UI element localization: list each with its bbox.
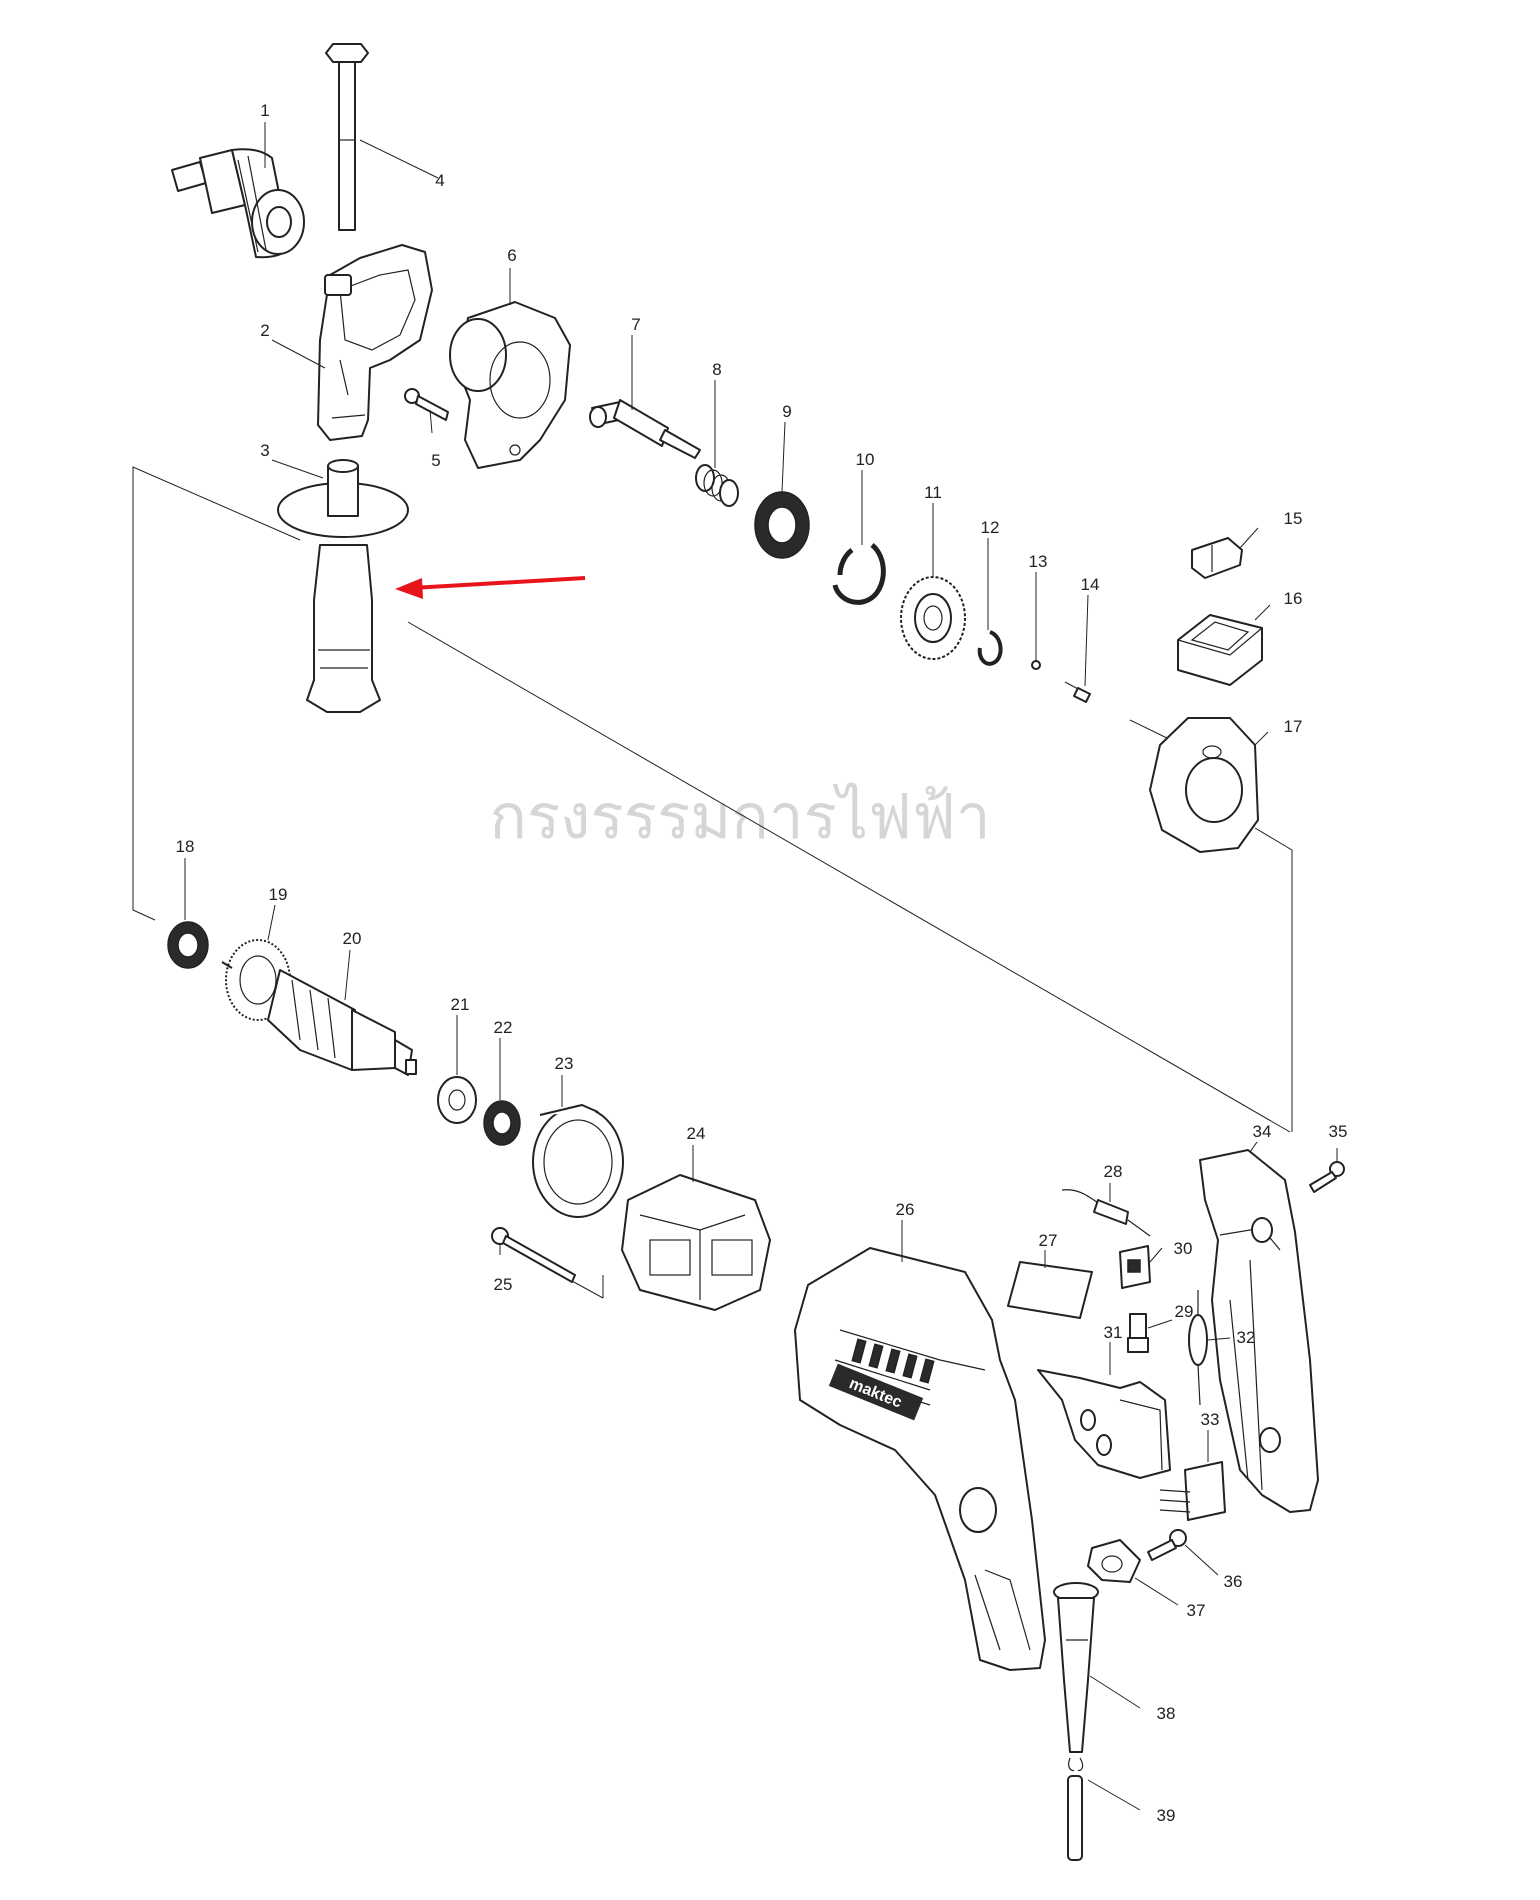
spindle-icon[interactable]	[589, 399, 701, 459]
part-label-27: 27	[1039, 1231, 1058, 1250]
part-label-33: 33	[1201, 1410, 1220, 1429]
part-label-12: 12	[981, 518, 1000, 537]
capacitor-icon[interactable]	[1159, 1461, 1226, 1521]
part-label-14: 14	[1081, 575, 1100, 594]
armature-icon[interactable]	[267, 969, 417, 1076]
part-label-17: 17	[1284, 717, 1303, 736]
part-label-4: 4	[435, 171, 444, 190]
name-plate-icon[interactable]	[1007, 1261, 1093, 1319]
noise-suppressor-icon[interactable]	[1061, 1189, 1151, 1237]
part-label-28: 28	[1104, 1162, 1123, 1181]
power-cord-icon[interactable]	[1067, 1757, 1084, 1861]
insulation-washer-icon[interactable]	[437, 1076, 477, 1124]
part-label-7: 7	[631, 315, 640, 334]
part-label-22: 22	[494, 1018, 513, 1037]
lever-holder-icon[interactable]	[1177, 614, 1263, 686]
screw-icon[interactable]	[404, 388, 449, 421]
side-grip-icon[interactable]	[317, 244, 433, 441]
part-label-21: 21	[451, 995, 470, 1014]
screw-icon[interactable]	[1147, 1529, 1187, 1561]
part-label-11: 11	[924, 483, 942, 502]
handle-cover-icon[interactable]	[1199, 1149, 1319, 1513]
leader-lines	[184, 122, 1338, 1811]
part-label-15: 15	[1284, 509, 1303, 528]
part-label-6: 6	[507, 246, 516, 265]
part-label-1: 1	[260, 101, 269, 120]
part-label-24: 24	[687, 1124, 706, 1143]
brand-plate	[828, 1363, 924, 1421]
pin-icon[interactable]	[1073, 687, 1091, 703]
part-label-23: 23	[555, 1054, 574, 1073]
change-lever-icon[interactable]	[1191, 537, 1243, 579]
watermark-text: กรงรรรมการไฟฟ้า	[489, 782, 990, 852]
baffle-plate-icon[interactable]	[532, 1104, 624, 1218]
field-icon[interactable]	[621, 1174, 771, 1311]
part-label-25: 25	[494, 1275, 513, 1294]
part-label-19: 19	[269, 885, 288, 904]
part-label-18: 18	[176, 837, 195, 856]
part-label-32: 32	[1237, 1328, 1256, 1347]
part-label-3: 3	[260, 441, 269, 460]
part-label-34: 34	[1253, 1122, 1272, 1141]
part-label-29: 29	[1175, 1302, 1194, 1321]
screw-icon[interactable]	[491, 1227, 576, 1283]
bearing-box-icon[interactable]	[1149, 717, 1259, 853]
motor-housing-icon[interactable]: maktec	[794, 1247, 1046, 1671]
side-handle-icon[interactable]	[277, 459, 409, 713]
brush-holder-icon[interactable]	[1119, 1245, 1151, 1289]
ball-bearing-icon[interactable]	[483, 1100, 521, 1146]
ball-bearing-icon[interactable]	[167, 921, 209, 969]
spring-icon[interactable]	[695, 464, 739, 507]
part-label-10: 10	[856, 450, 875, 469]
part-label-2: 2	[260, 321, 269, 340]
part-label-35: 35	[1329, 1122, 1348, 1141]
part-label-38: 38	[1157, 1704, 1176, 1723]
part-label-26: 26	[896, 1200, 915, 1219]
part-label-5: 5	[431, 451, 440, 470]
part-label-31: 31	[1104, 1323, 1123, 1342]
part-label-39: 39	[1157, 1806, 1176, 1825]
vent-slots	[851, 1338, 935, 1384]
ball-bearing-icon[interactable]	[754, 491, 810, 559]
screw-icon[interactable]	[1309, 1161, 1345, 1193]
part-label-8: 8	[712, 360, 721, 379]
part-label-16: 16	[1284, 589, 1303, 608]
part-label-9: 9	[782, 402, 791, 421]
retaining-ring-icon[interactable]	[832, 543, 886, 605]
snap-ring-icon[interactable]	[977, 630, 1003, 666]
spur-gear-icon[interactable]	[900, 576, 966, 660]
red-arrow-icon	[395, 576, 586, 599]
noise-suppressor-icon[interactable]	[1188, 1290, 1208, 1406]
switch-icon[interactable]	[1037, 1369, 1171, 1479]
strain-relief-icon[interactable]	[1087, 1539, 1141, 1583]
part-label-30: 30	[1174, 1239, 1193, 1258]
part-label-13: 13	[1029, 552, 1048, 571]
part-label-20: 20	[343, 929, 362, 948]
cord-guard-icon[interactable]	[1053, 1582, 1099, 1753]
keyless-chuck-icon[interactable]	[171, 148, 305, 259]
carbon-brush-icon[interactable]	[1127, 1313, 1149, 1353]
part-label-37: 37	[1187, 1601, 1206, 1620]
part-label-36: 36	[1224, 1572, 1243, 1591]
depth-bolt-icon[interactable]	[325, 43, 369, 231]
part-number-labels: 1 2 3 4 5 6 7 8 9 10 11 12 13 14 15 16 1…	[176, 101, 1348, 1825]
gear-housing-icon[interactable]	[449, 301, 571, 469]
steel-ball-icon[interactable]	[1031, 660, 1041, 670]
